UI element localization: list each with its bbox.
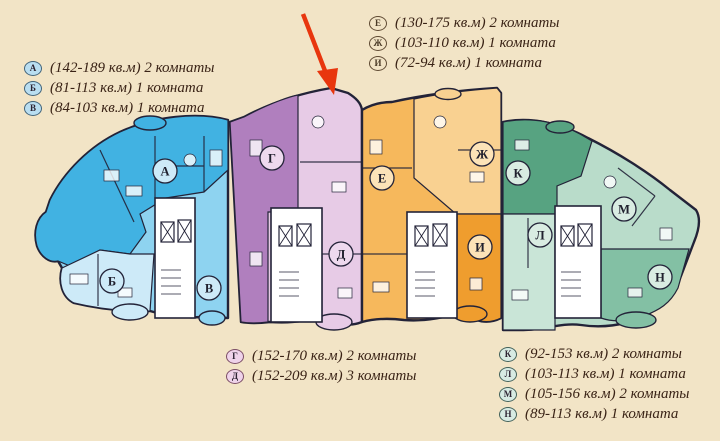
legend-text-m: (105-156 кв.м) 2 комнаты bbox=[525, 385, 690, 402]
apartment-l-badge: Л bbox=[499, 366, 517, 382]
svg-text:М: М bbox=[618, 203, 630, 217]
apartment-n-area[interactable] bbox=[600, 248, 690, 322]
apartment-n-badge: Н bbox=[499, 406, 517, 422]
apartment-badges: А Б В Г Д Е Ж bbox=[99, 141, 673, 301]
apartment-k-badge: К bbox=[499, 346, 517, 362]
core-orange bbox=[406, 211, 458, 319]
legend-item-d: Д (152-209 кв.м) 3 комнаты bbox=[226, 366, 416, 386]
badge-apartment-e[interactable]: Е bbox=[369, 165, 395, 191]
legend-item-k: К (92-153 кв.м) 2 комнаты bbox=[499, 344, 689, 364]
balcony bbox=[452, 305, 488, 323]
legend-text-g: (152-170 кв.м) 2 комнаты bbox=[252, 347, 417, 364]
legend-item-l: Л (103-113 кв.м) 1 комната bbox=[499, 364, 689, 384]
legend-item-g: Г (152-170 кв.м) 2 комнаты bbox=[226, 346, 416, 366]
core-blue bbox=[154, 197, 196, 319]
badge-apartment-n[interactable]: Н bbox=[647, 264, 673, 290]
furniture bbox=[249, 115, 353, 299]
inner-walls-blue bbox=[97, 136, 205, 306]
svg-text:В: В bbox=[205, 282, 213, 296]
badge-apartment-b[interactable]: Б bbox=[99, 268, 125, 294]
badge-apartment-g[interactable]: Г bbox=[259, 145, 285, 171]
legend-text-i: (72-94 кв.м) 1 комната bbox=[395, 54, 542, 71]
svg-text:К: К bbox=[513, 167, 522, 181]
legend-text-zh: (103-110 кв.м) 1 комната bbox=[395, 34, 556, 51]
svg-text:Ж: Ж bbox=[476, 148, 489, 162]
badge-apartment-a[interactable]: А bbox=[152, 158, 178, 184]
inner-walls-green bbox=[527, 167, 656, 268]
furniture bbox=[369, 115, 485, 293]
stairs-icon bbox=[161, 269, 181, 295]
badge-apartment-i[interactable]: И bbox=[467, 234, 493, 260]
svg-text:Н: Н bbox=[655, 271, 665, 285]
svg-text:Л: Л bbox=[535, 229, 545, 243]
apartment-a-badge: А bbox=[24, 60, 42, 76]
apartment-d-badge: Д bbox=[226, 368, 244, 384]
furniture bbox=[511, 139, 673, 301]
pointer-arrow bbox=[300, 13, 338, 95]
svg-text:Д: Д bbox=[337, 248, 346, 262]
legend-item-m: М (105-156 кв.м) 2 комнаты bbox=[499, 384, 689, 404]
legend-text-e: (130-175 кв.м) 2 комнаты bbox=[395, 14, 560, 31]
apartment-zh-badge: Ж bbox=[369, 35, 387, 51]
stairs-icon bbox=[279, 271, 299, 297]
svg-text:И: И bbox=[475, 241, 485, 255]
apartment-b-badge: Б bbox=[24, 80, 42, 96]
section-orange[interactable] bbox=[360, 86, 503, 324]
core-green bbox=[554, 205, 602, 319]
balcony bbox=[198, 310, 226, 326]
badge-apartment-zh[interactable]: Ж bbox=[469, 141, 495, 167]
section-blue[interactable] bbox=[34, 114, 230, 326]
svg-text:Б: Б bbox=[108, 275, 116, 289]
legend-text-n: (89-113 кв.м) 1 комната bbox=[525, 405, 679, 422]
core-purple bbox=[270, 207, 323, 323]
section-purple[interactable] bbox=[228, 86, 364, 331]
badge-apartment-l[interactable]: Л bbox=[527, 222, 553, 248]
legend-item-b: Б (81-113 кв.м) 1 комната bbox=[24, 78, 214, 98]
legend-text-a: (142-189 кв.м) 2 комнаты bbox=[50, 59, 215, 76]
furniture bbox=[69, 149, 223, 298]
legend-item-e: Е (130-175 кв.м) 2 комнаты bbox=[369, 13, 559, 33]
legend-bottom-center: Г (152-170 кв.м) 2 комнаты Д (152-209 кв… bbox=[226, 346, 416, 386]
badge-apartment-v[interactable]: В bbox=[196, 275, 222, 301]
legend-bottom-right: К (92-153 кв.м) 2 комнаты Л (103-113 кв.… bbox=[499, 344, 689, 424]
apartment-g-badge: Г bbox=[226, 348, 244, 364]
svg-text:Е: Е bbox=[378, 172, 386, 186]
apartment-v-badge: В bbox=[24, 100, 42, 116]
balcony bbox=[615, 311, 657, 329]
legend-top-center: Е (130-175 кв.м) 2 комнаты Ж (103-110 кв… bbox=[369, 13, 559, 73]
svg-text:Г: Г bbox=[268, 152, 276, 166]
balcony bbox=[133, 115, 167, 131]
balcony bbox=[434, 87, 462, 101]
legend-text-d: (152-209 кв.м) 3 комнаты bbox=[252, 367, 417, 384]
badge-apartment-m[interactable]: М bbox=[611, 196, 637, 222]
balcony bbox=[545, 120, 575, 134]
legend-item-v: В (84-103 кв.м) 1 комната bbox=[24, 98, 214, 118]
apartment-i-badge: И bbox=[369, 55, 387, 71]
legend-top-left: А (142-189 кв.м) 2 комнаты Б (81-113 кв.… bbox=[24, 58, 214, 118]
legend-text-l: (103-113 кв.м) 1 комната bbox=[525, 365, 686, 382]
svg-text:А: А bbox=[160, 165, 169, 179]
apartment-e-badge: Е bbox=[369, 15, 387, 31]
legend-text-k: (92-153 кв.м) 2 комнаты bbox=[525, 345, 682, 362]
legend-item-n: Н (89-113 кв.м) 1 комната bbox=[499, 404, 689, 424]
apartment-i-area[interactable] bbox=[456, 213, 502, 323]
legend-item-zh: Ж (103-110 кв.м) 1 комната bbox=[369, 33, 559, 53]
legend-item-a: А (142-189 кв.м) 2 комнаты bbox=[24, 58, 214, 78]
badge-apartment-d[interactable]: Д bbox=[328, 241, 354, 267]
stairs-icon bbox=[415, 271, 435, 297]
legend-text-v: (84-103 кв.м) 1 комната bbox=[50, 99, 205, 116]
balcony bbox=[111, 303, 149, 321]
legend-text-b: (81-113 кв.м) 1 комната bbox=[50, 79, 204, 96]
stairs-icon bbox=[561, 271, 581, 297]
apartment-m-badge: М bbox=[499, 386, 517, 402]
legend-item-i: И (72-94 кв.м) 1 комната bbox=[369, 53, 559, 73]
badge-apartment-k[interactable]: К bbox=[505, 160, 531, 186]
